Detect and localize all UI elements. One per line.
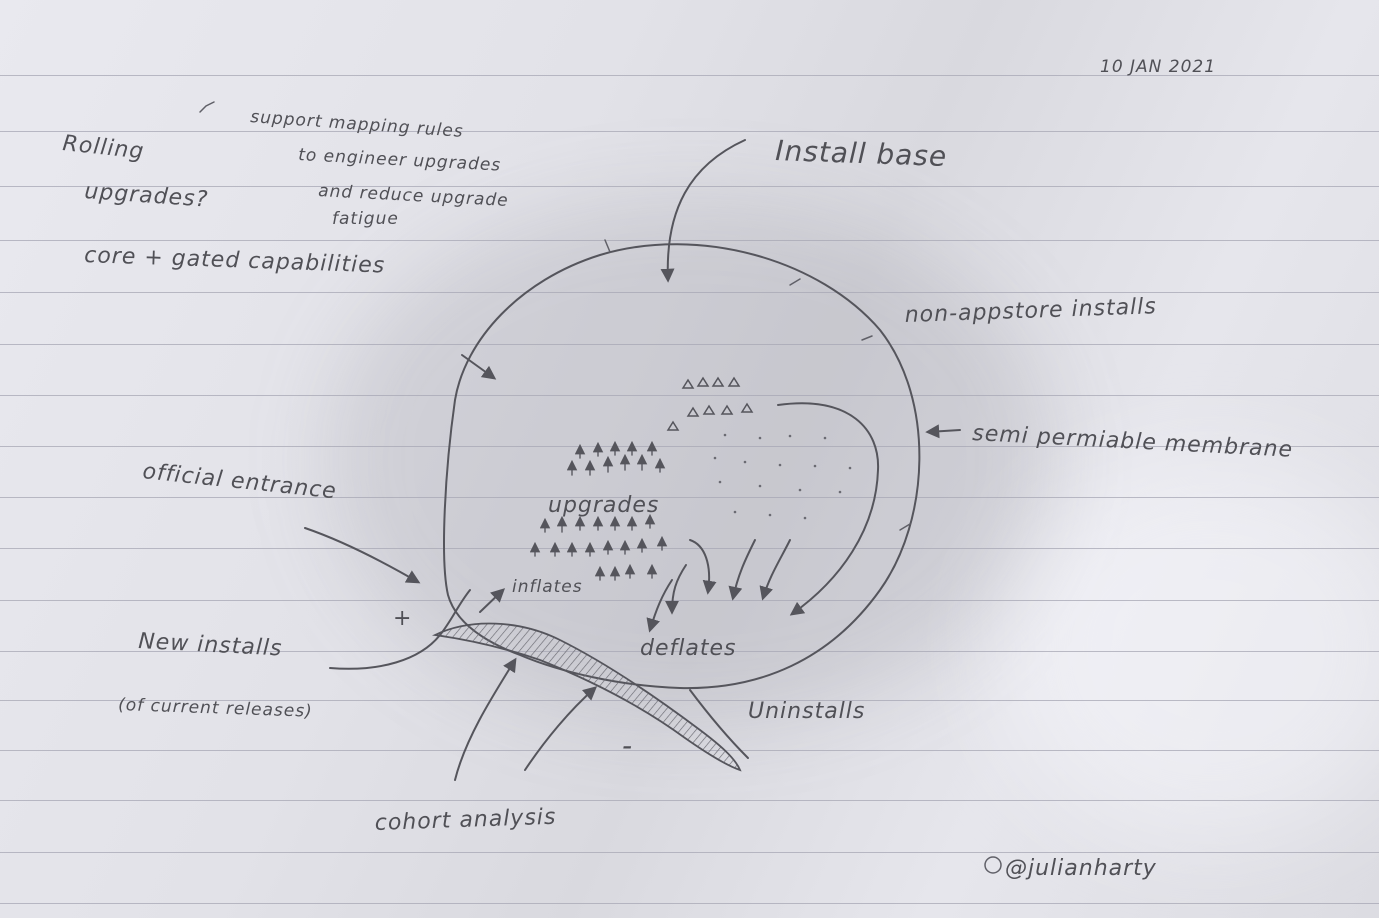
label-membrane: semi permiable membrane <box>972 421 1294 463</box>
flow-arrow <box>777 402 880 616</box>
note-support-2: to engineer upgrades <box>298 145 502 176</box>
ruled-line <box>0 131 1379 132</box>
install-base-arrow <box>660 139 746 283</box>
note-support-4: fatigue <box>332 209 399 229</box>
deflate-arrow <box>646 579 673 633</box>
label-non-appstore: non-appstore installs <box>904 294 1157 328</box>
label-uninstalls: Uninstalls <box>748 699 865 724</box>
label-install-base: Install base <box>775 134 948 173</box>
check-mark <box>199 101 215 113</box>
note-support-1: support mapping rules <box>250 107 465 142</box>
plus-sign: + <box>393 606 412 631</box>
membrane-pointer <box>925 424 961 439</box>
cohort-arrow <box>524 686 598 771</box>
label-upgrades: upgrades <box>548 493 659 518</box>
membrane-mark <box>789 278 801 286</box>
membrane-mark <box>604 239 611 253</box>
membrane-left-arrow <box>461 354 497 380</box>
ruled-line <box>0 750 1379 751</box>
dot-cluster <box>713 433 852 520</box>
ruled-line <box>0 395 1379 396</box>
official-entrance-arrow <box>304 527 421 584</box>
ruled-line <box>0 446 1379 447</box>
note-upgrades: upgrades? <box>84 179 209 213</box>
ruled-line <box>0 600 1379 601</box>
install-base-circle <box>443 243 921 690</box>
label-inflates: inflates <box>512 577 583 597</box>
ruled-line <box>0 700 1379 701</box>
label-cohort-analysis: cohort analysis <box>374 805 556 836</box>
ruled-line <box>0 548 1379 549</box>
at-circle <box>984 856 1002 874</box>
note-support-3: and reduce upgrade <box>318 181 509 211</box>
ruled-line <box>0 497 1379 498</box>
cohort-arrow <box>454 657 517 781</box>
deflate-arrow <box>665 564 687 615</box>
ruled-line <box>0 800 1379 801</box>
uninstall-line <box>689 689 749 759</box>
upgrade-arrows <box>529 440 668 581</box>
ruled-line <box>0 240 1379 241</box>
note-core-gated: core + gated capabilities <box>84 243 386 278</box>
ruled-line <box>0 292 1379 293</box>
deflate-arrow <box>689 539 717 595</box>
light-reflection <box>1000 460 1379 840</box>
ruled-line <box>0 903 1379 904</box>
membrane-mark <box>899 523 911 531</box>
label-official-entrance: official entrance <box>141 459 338 504</box>
note-rolling: Rolling <box>61 131 145 164</box>
ruled-line <box>0 651 1379 652</box>
deflate-arrow <box>759 539 791 601</box>
deflate-arrow <box>728 539 756 601</box>
date-label: 10 JAN 2021 <box>1100 57 1216 77</box>
new-installs-curve <box>329 589 471 670</box>
minus-sign: - <box>622 729 633 762</box>
label-current-releases: (of current releases) <box>118 695 313 722</box>
label-new-installs: New installs <box>138 629 283 662</box>
ruled-line <box>0 344 1379 345</box>
inflates-arrow <box>479 588 506 613</box>
ruled-line <box>0 852 1379 853</box>
label-deflates: deflates <box>640 636 736 661</box>
cohort-band <box>431 622 742 772</box>
ruled-line <box>0 75 1379 76</box>
triangle-markers <box>666 376 754 431</box>
author-signature: @julianharty <box>1005 856 1157 881</box>
membrane-mark <box>861 335 873 341</box>
